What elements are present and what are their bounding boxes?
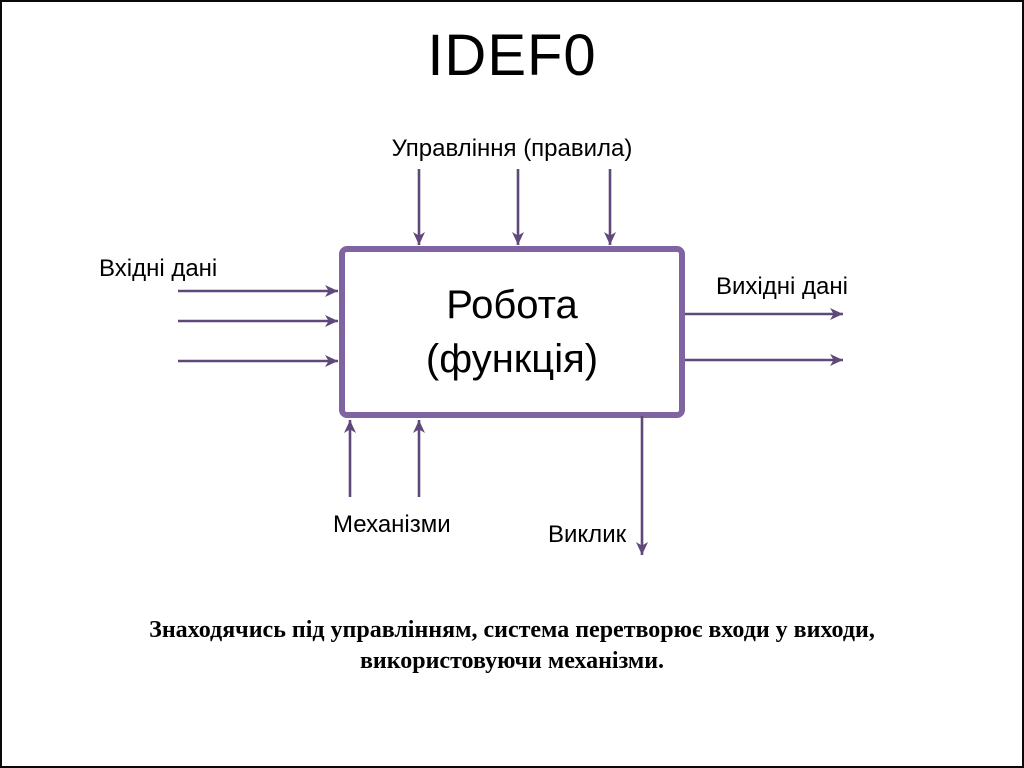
caption: Знаходячись під управлінням, система пер… xyxy=(2,615,1022,676)
page-title: IDEF0 xyxy=(427,23,597,88)
label-input: Вхідні дані xyxy=(99,255,218,282)
label-control: Управління (правила) xyxy=(391,135,633,162)
function-box-line2: (функція) xyxy=(425,337,599,381)
caption-line2: використовуючи механізми. xyxy=(359,647,665,674)
function-box-line1: Робота xyxy=(446,282,578,327)
label-output: Вихідні дані xyxy=(716,273,848,300)
caption-line1: Знаходячись під управлінням, система пер… xyxy=(149,617,875,643)
label-call: Виклик xyxy=(548,521,627,548)
function-box: Робота (функція) xyxy=(339,246,685,418)
label-mechanism: Механізми xyxy=(333,511,451,538)
